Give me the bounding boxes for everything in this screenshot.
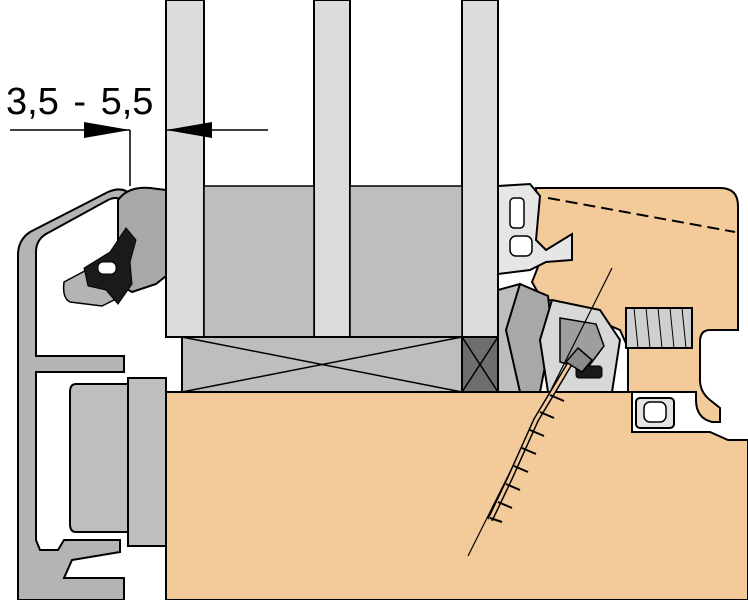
wood-frame-bottom — [165, 391, 748, 600]
dimension-label: 3,5 - 5,5 — [6, 81, 153, 123]
dimension-annotation: 3,5 - 5,5 — [6, 81, 268, 186]
glass-pane-outer — [165, 0, 205, 338]
outer-glazing-gasket — [83, 186, 167, 305]
glass-pane-middle — [313, 0, 351, 338]
inner-glazing-gasket — [497, 182, 573, 276]
setting-block — [181, 336, 499, 393]
wood-glazing-bead — [530, 187, 739, 423]
bead-hidden-edge — [547, 197, 736, 233]
glass-panes — [165, 0, 499, 338]
dimension-arrow-right — [166, 122, 212, 138]
glass-pane-inner — [461, 0, 499, 338]
fixing-screw — [467, 267, 613, 557]
dimension-max: 5,5 — [101, 81, 154, 123]
dimension-min: 3,5 — [6, 81, 59, 123]
bead-clip-screw — [625, 307, 693, 349]
spacer-left — [203, 185, 315, 338]
frame-seal-insert — [635, 397, 675, 429]
glazing-wedge — [497, 282, 622, 393]
glass-spacers — [203, 185, 463, 338]
cladding-thermal-break — [69, 383, 133, 533]
spacer-right — [349, 185, 463, 338]
dimension-separator: - — [73, 81, 86, 123]
dimension-arrow-left — [84, 122, 130, 138]
